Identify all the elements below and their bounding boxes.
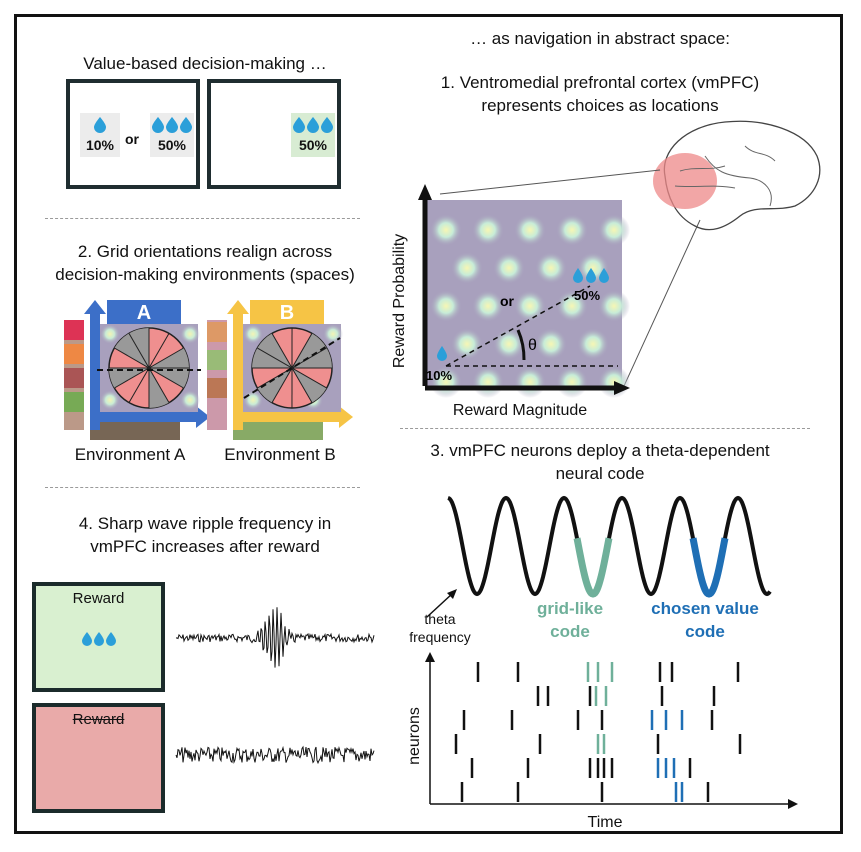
environment-a-diagram: A bbox=[64, 300, 210, 440]
grid-text-line1: 2. Grid orientations realign across bbox=[77, 242, 333, 261]
theta-frequency-label-2: frequency bbox=[409, 629, 471, 645]
raster-x-axis-label: Time bbox=[587, 814, 623, 831]
step1-line1: 1. Ventromedial prefrontal cortex (vmPFC… bbox=[440, 73, 760, 92]
three-drops-icon bbox=[82, 632, 116, 646]
divider-1 bbox=[45, 218, 360, 219]
environment-a-label: Environment A bbox=[74, 445, 186, 464]
step1-line2: represents choices as locations bbox=[481, 96, 719, 115]
grid-field-dot bbox=[430, 290, 462, 322]
grid-code-label-2: code bbox=[550, 622, 590, 641]
ripple-text-line2: vmPFC increases after reward bbox=[90, 537, 320, 556]
env-a-label: A bbox=[137, 302, 151, 324]
environment-b-diagram: B bbox=[207, 300, 353, 440]
grid-field-dot bbox=[535, 252, 567, 284]
grid-field-dot bbox=[493, 328, 525, 360]
option-high: 50% bbox=[150, 113, 194, 157]
grid-field-dot bbox=[514, 366, 546, 398]
ripple-trace-reward bbox=[175, 607, 375, 668]
grid-field-dot bbox=[556, 366, 588, 398]
no-reward-label: Reward bbox=[72, 711, 125, 728]
divider-3 bbox=[400, 428, 810, 429]
choice-box-two-options: 10% or 50% bbox=[66, 79, 200, 189]
env-b-label: B bbox=[280, 302, 294, 324]
grid-field-dot bbox=[430, 214, 462, 246]
grid-field-dot bbox=[514, 290, 546, 322]
grid-field-dot bbox=[598, 290, 630, 322]
value-code-label-1: chosen value bbox=[651, 599, 759, 618]
theta-oscillation bbox=[447, 495, 772, 598]
navigation-title: … as navigation in abstract space: bbox=[470, 29, 730, 48]
reward-label: Reward bbox=[72, 590, 125, 607]
or-label: or bbox=[125, 131, 139, 147]
space-x-axis-label: Reward Magnitude bbox=[452, 402, 588, 419]
grid-field-dot bbox=[493, 252, 525, 284]
grid-field-dot bbox=[556, 290, 588, 322]
value-code-label-2: code bbox=[685, 622, 725, 641]
grid-field-dot bbox=[535, 328, 567, 360]
divider-2 bbox=[45, 487, 360, 488]
grid-field-dot bbox=[472, 290, 504, 322]
no-reward-box: Reward bbox=[32, 703, 165, 813]
three-drops-icon bbox=[152, 117, 192, 133]
ripple-trace-no-reward bbox=[175, 745, 375, 765]
theta-text-line1: 3. vmPFC neurons deploy a theta-dependen… bbox=[430, 441, 770, 460]
grid-field-dot bbox=[556, 214, 588, 246]
ripple-text-line1: 4. Sharp wave ripple frequency in bbox=[78, 514, 332, 533]
theta-arrow bbox=[426, 589, 457, 618]
theta-frequency-label-1: theta bbox=[424, 611, 456, 627]
value-space: θ 10% or 50% bbox=[418, 184, 630, 398]
theta-text-line2: neural code bbox=[555, 464, 645, 483]
grid-field-dot bbox=[451, 252, 483, 284]
space-or-label: or bbox=[500, 293, 515, 309]
option-low-label: 10% bbox=[85, 137, 115, 153]
grid-text-line2: decision-making environments (spaces) bbox=[55, 265, 355, 284]
grid-field-dot bbox=[577, 328, 609, 360]
value-based-title: Value-based decision-making … bbox=[83, 54, 327, 73]
grid-field-dot bbox=[598, 214, 630, 246]
space-low-label: 10% bbox=[426, 368, 452, 383]
chosen-option: 50% bbox=[291, 113, 335, 157]
choice-box-chosen: 50% bbox=[207, 79, 341, 189]
theta-angle-label: θ bbox=[528, 337, 537, 354]
three-drops-icon bbox=[293, 117, 333, 133]
spike-raster bbox=[425, 652, 798, 809]
environment-b-label: Environment B bbox=[224, 445, 336, 464]
figure-frame bbox=[14, 14, 843, 834]
grid-field-dot bbox=[472, 214, 504, 246]
chosen-option-label: 50% bbox=[298, 137, 328, 153]
water-drop-icon bbox=[94, 117, 106, 133]
reward-box: Reward bbox=[32, 582, 165, 692]
water-drop-icon bbox=[437, 346, 447, 361]
grid-field-dot bbox=[451, 328, 483, 360]
grid-field-dot bbox=[514, 214, 546, 246]
option-high-label: 50% bbox=[157, 137, 187, 153]
grid-field-dot bbox=[472, 366, 504, 398]
grid-code-label-1: grid-like bbox=[536, 599, 604, 618]
space-high-label: 50% bbox=[574, 288, 600, 303]
space-y-axis-label: Reward Probability bbox=[391, 233, 408, 369]
option-low: 10% bbox=[80, 113, 120, 157]
three-drops-icon bbox=[573, 268, 609, 283]
brain-illustration bbox=[653, 120, 821, 231]
